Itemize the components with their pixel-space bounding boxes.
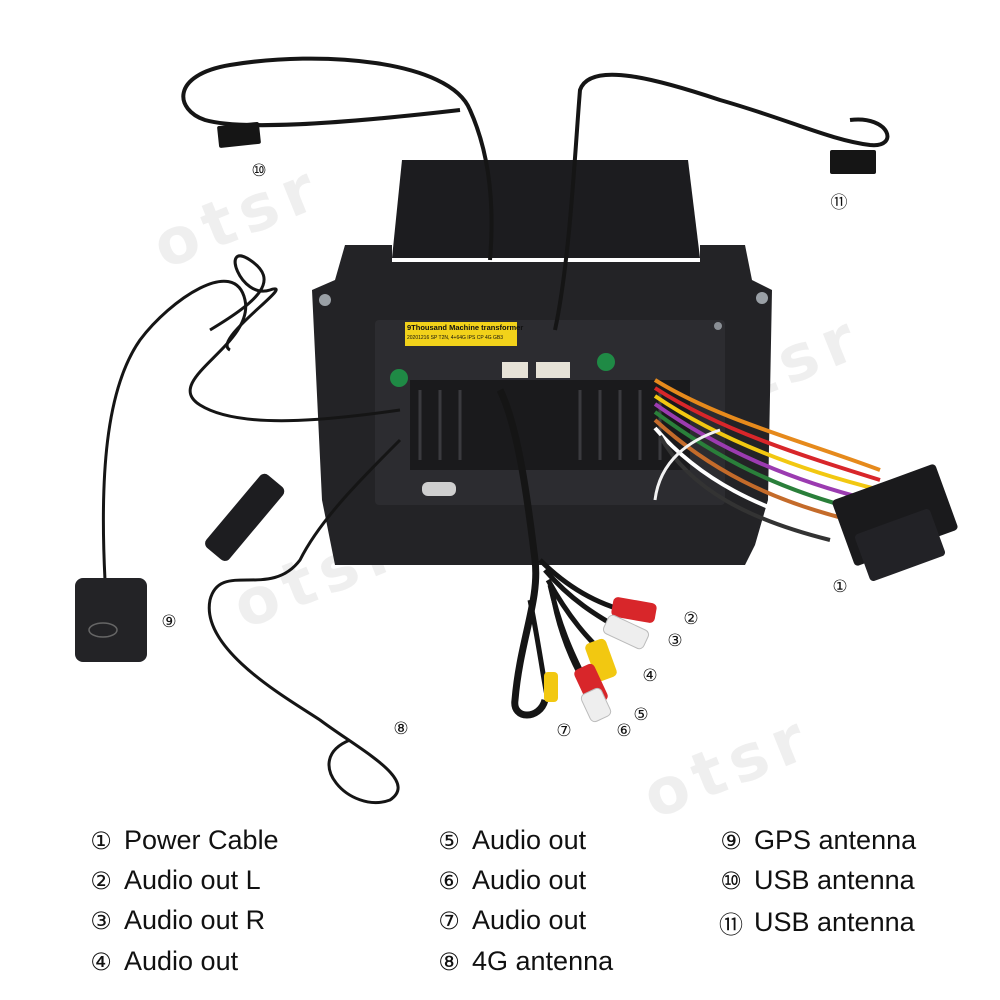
callout-2: ② xyxy=(683,609,699,629)
screw xyxy=(714,322,722,330)
rca-plug-yellow xyxy=(544,672,558,702)
callout-3: ③ xyxy=(667,631,683,651)
heatsink xyxy=(410,380,690,470)
callout-11: ⑪ xyxy=(830,193,848,213)
rca-plug-red xyxy=(611,597,657,623)
callout-5: ⑤ xyxy=(633,705,649,725)
connector xyxy=(502,362,528,378)
callout-7: ⑦ xyxy=(556,721,572,741)
rca-plug-white xyxy=(580,687,612,723)
gps-cable xyxy=(101,279,401,581)
rca-harness xyxy=(496,388,549,719)
product-photo xyxy=(75,56,958,804)
usb-cable-10 xyxy=(181,56,494,261)
rca-plug-white xyxy=(602,614,650,650)
callout-6: ⑥ xyxy=(616,721,632,741)
usb-plug-10 xyxy=(217,121,261,148)
4g-cable xyxy=(207,438,402,804)
gps-coil xyxy=(209,254,278,352)
usb-plug-11 xyxy=(830,150,876,174)
screen-panel xyxy=(392,160,700,258)
callout-9: ⑨ xyxy=(161,612,177,632)
green-sticker xyxy=(390,369,408,387)
model-label-line1: 9Thousand Machine transformer xyxy=(407,323,524,332)
screw xyxy=(319,294,331,306)
green-sticker xyxy=(597,353,615,371)
power-connector xyxy=(854,508,946,582)
connector xyxy=(536,362,570,378)
model-label-line2: 20201216 SP T2N, 4+64G IPS CP 4G GB3 xyxy=(407,335,504,341)
sd-sticker xyxy=(422,482,456,496)
gps-antenna-module xyxy=(75,578,147,662)
callout-4: ④ xyxy=(642,666,658,686)
gps-logo xyxy=(88,622,118,638)
usb-cable-11 xyxy=(553,72,890,331)
callout-10: ⑩ xyxy=(251,161,267,181)
callout-1: ① xyxy=(832,577,848,597)
model-label xyxy=(405,322,517,346)
callout-8: ⑧ xyxy=(393,719,409,739)
4g-antenna-body xyxy=(205,473,285,561)
rca-plug-yellow xyxy=(585,638,617,682)
screw xyxy=(756,292,768,304)
